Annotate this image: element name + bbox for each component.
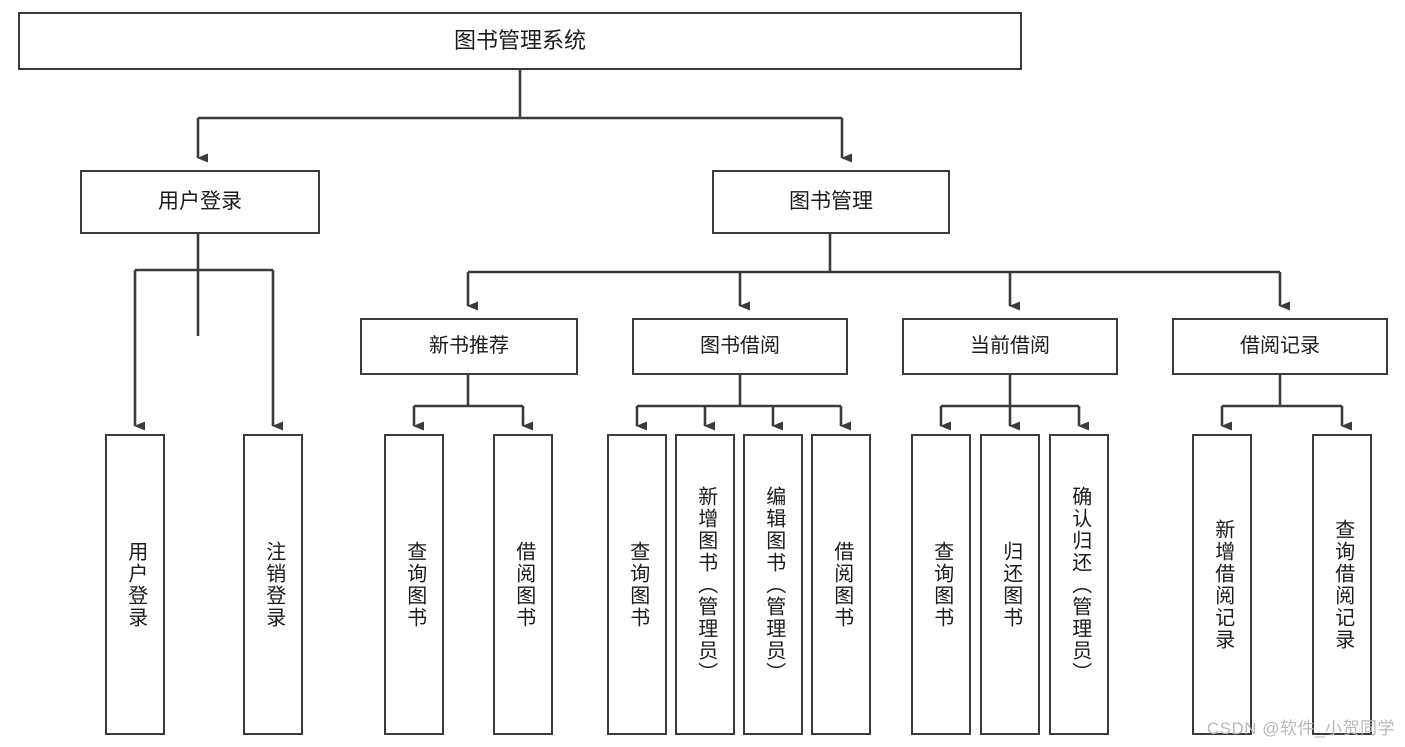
- node-current-borrow-label: 当前借阅: [970, 334, 1050, 357]
- leaf-borrow-borrow-book[interactable]: 借阅图书: [811, 434, 871, 735]
- node-book-management-label: 图书管理: [789, 189, 873, 213]
- leaf-label: 确认归还（管理员）: [1068, 485, 1091, 684]
- node-book-borrow[interactable]: 图书借阅: [632, 318, 848, 375]
- leaf-current-query-book[interactable]: 查询图书: [911, 434, 971, 735]
- node-borrow-record-label: 借阅记录: [1240, 334, 1320, 357]
- leaf-label: 新增图书（管理员）: [694, 485, 717, 684]
- node-book-borrow-label: 图书借阅: [700, 334, 780, 357]
- node-current-borrow[interactable]: 当前借阅: [902, 318, 1118, 375]
- leaf-label: 查询图书: [626, 540, 649, 629]
- leaf-recommend-borrow-book[interactable]: 借阅图书: [493, 434, 553, 735]
- leaf-label: 归还图书: [999, 540, 1022, 629]
- leaf-borrow-edit-book-admin[interactable]: 编辑图书（管理员）: [743, 434, 803, 735]
- node-borrow-record[interactable]: 借阅记录: [1172, 318, 1388, 375]
- leaf-label: 新增借阅记录: [1211, 518, 1234, 651]
- leaf-borrow-add-book-admin[interactable]: 新增图书（管理员）: [675, 434, 735, 735]
- node-root-system[interactable]: 图书管理系统: [18, 12, 1022, 70]
- leaf-label: 用户登录: [124, 540, 147, 629]
- node-root-label: 图书管理系统: [453, 28, 586, 54]
- leaf-label: 注销登录: [262, 540, 285, 629]
- leaf-label: 查询图书: [403, 540, 426, 629]
- leaf-current-return-book[interactable]: 归还图书: [980, 434, 1040, 735]
- leaf-label: 借阅图书: [830, 540, 853, 629]
- node-new-book-recommend-label: 新书推荐: [429, 334, 509, 357]
- leaf-record-query-record[interactable]: 查询借阅记录: [1312, 434, 1372, 735]
- node-new-book-recommend[interactable]: 新书推荐: [360, 318, 578, 375]
- leaf-label: 编辑图书（管理员）: [762, 485, 785, 684]
- leaf-recommend-query-book[interactable]: 查询图书: [384, 434, 444, 735]
- leaf-user-login-signin[interactable]: 用户登录: [105, 434, 165, 735]
- node-user-login-label: 用户登录: [158, 189, 242, 213]
- leaf-label: 查询图书: [930, 540, 953, 629]
- leaf-label: 借阅图书: [512, 540, 535, 629]
- leaf-user-login-signout[interactable]: 注销登录: [243, 434, 303, 735]
- node-user-login[interactable]: 用户登录: [80, 170, 320, 234]
- leaf-current-confirm-return-admin[interactable]: 确认归还（管理员）: [1049, 434, 1109, 735]
- leaf-borrow-query-book[interactable]: 查询图书: [607, 434, 667, 735]
- csdn-watermark: CSDN @软件_小贺同学: [1206, 719, 1395, 738]
- node-book-management[interactable]: 图书管理: [712, 170, 950, 234]
- leaf-record-add-record[interactable]: 新增借阅记录: [1192, 434, 1252, 735]
- leaf-label: 查询借阅记录: [1331, 518, 1354, 651]
